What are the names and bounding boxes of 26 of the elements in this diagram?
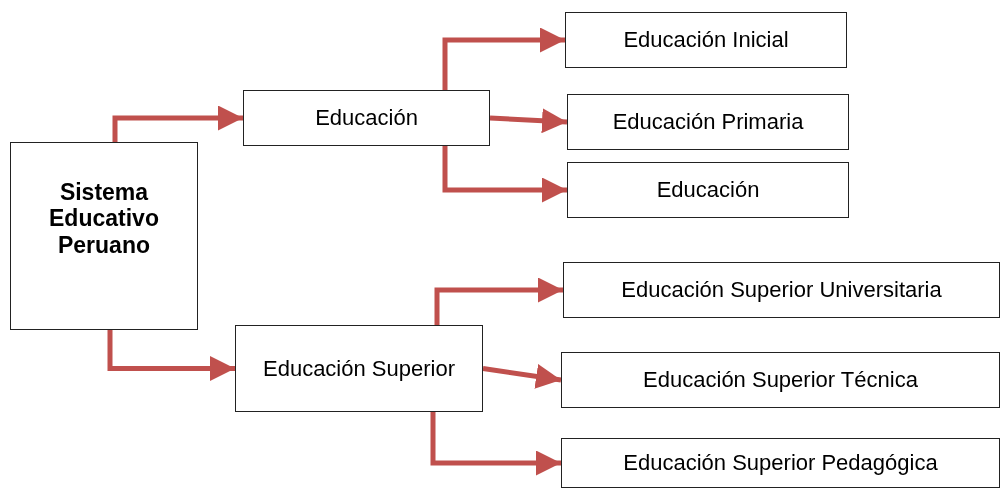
arrow <box>107 330 235 381</box>
arrow <box>434 277 563 325</box>
box-label: Educación Inicial <box>623 27 789 53</box>
box-label: Educación <box>656 177 760 203</box>
box-label: Educación Superior Técnica <box>643 367 918 393</box>
process-box <box>235 325 483 412</box>
process-box <box>567 94 849 150</box>
process-box <box>567 162 849 218</box>
process-box <box>10 142 198 330</box>
process-box <box>561 438 1000 488</box>
box-label: Educación Primaria <box>612 109 804 135</box>
arrow <box>442 27 565 90</box>
process-box <box>561 352 1000 408</box>
process-box <box>563 262 1000 318</box>
box-label: Educación <box>315 105 418 131</box>
arrow <box>489 108 568 134</box>
box-label: Educación Superior Universitaria <box>621 277 942 303</box>
process-box <box>243 90 490 146</box>
box-label: Educación Superior <box>263 355 455 382</box>
arrow <box>430 412 561 476</box>
arrow <box>442 146 567 203</box>
arrow <box>482 364 562 389</box>
process-box <box>565 12 847 68</box>
arrow <box>112 105 243 142</box>
box-label: Sistema Educativo Peruano <box>48 179 160 259</box>
box-label: Educación Superior Pedagógica <box>623 450 938 476</box>
